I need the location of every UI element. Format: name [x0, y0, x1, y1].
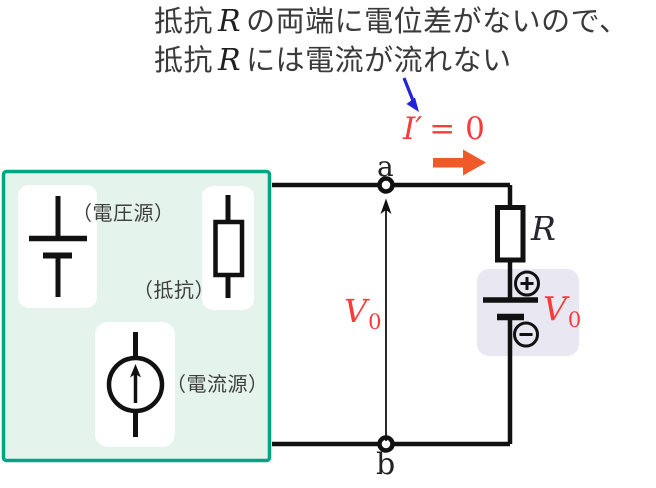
node-a-dot	[377, 176, 395, 194]
current-direction-arrow-icon	[433, 149, 486, 176]
battery-symbol	[483, 297, 538, 321]
current-zero-rest: = 0	[429, 111, 485, 147]
resistor-R-box	[495, 205, 526, 263]
v0-potential-label: V0	[344, 292, 381, 334]
voltage-source-symbol-icon	[29, 196, 87, 297]
circuit-wires	[272, 182, 513, 447]
battery-highlight-box	[477, 269, 579, 356]
v0-measure-arrow	[380, 198, 392, 441]
legend-resistor-label: （抵抗）	[133, 280, 215, 302]
node-a-label: a	[377, 150, 394, 183]
current-source-symbol-icon	[106, 332, 165, 437]
caption-line-1-pre: 抵抗	[154, 6, 214, 38]
v0-battery-var: V	[543, 289, 567, 328]
caption-line-2-post: には電流が流れない	[246, 45, 512, 77]
plus-terminal-icon	[514, 270, 540, 297]
voltage-source-card	[18, 185, 97, 308]
caption-line-2-pre: 抵抗	[154, 45, 214, 77]
caption-line-1-post: の両端に電位差がないので、	[246, 6, 629, 38]
resistor-R-label: R	[531, 209, 556, 248]
caption-line-2-var-R: R	[218, 43, 242, 78]
v0-battery-label: V0	[543, 289, 581, 332]
minus-terminal-icon	[513, 321, 539, 348]
current-zero-var: I′	[403, 111, 423, 147]
v0-battery-sub: 0	[567, 308, 582, 332]
legend-voltage-source-label: （電圧源）	[72, 203, 175, 225]
resistor-symbol-icon	[213, 195, 245, 298]
v0-potential-var: V	[344, 292, 368, 330]
annotation-arrow-icon	[402, 77, 419, 112]
node-b-label: b	[376, 447, 396, 482]
caption-line-1-var-R: R	[218, 4, 242, 39]
v0-potential-sub: 0	[368, 310, 382, 334]
current-zero-label: I′= 0	[403, 111, 485, 147]
legend-current-source-label: （電流源）	[166, 374, 269, 396]
